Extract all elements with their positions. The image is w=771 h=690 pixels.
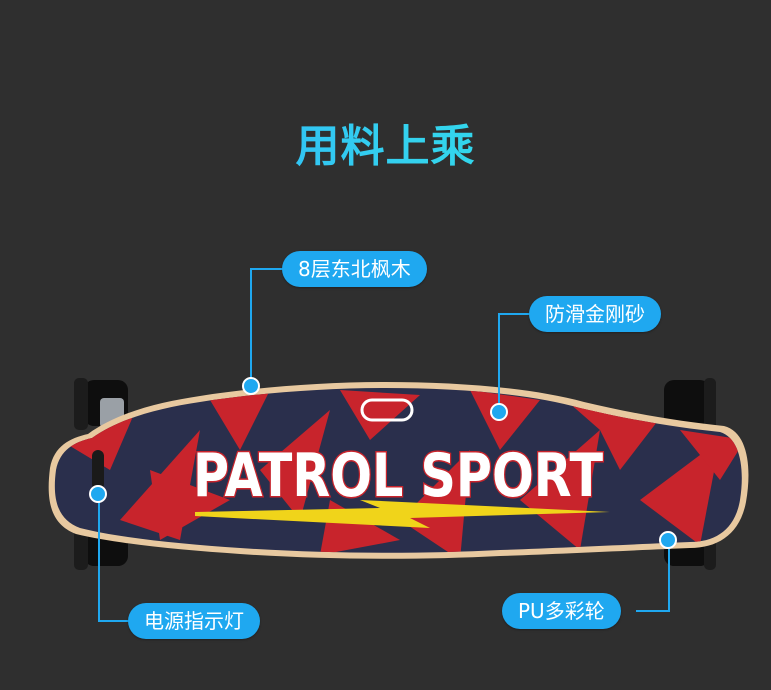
- callout-maple-wood: 8层东北枫木: [282, 251, 427, 287]
- indicator-slot: [92, 450, 104, 490]
- light-connector-vertical: [98, 494, 100, 622]
- light-marker-dot: [89, 485, 107, 503]
- wheel-connector-vertical: [668, 546, 670, 612]
- callout-pu-wheels: PU多彩轮: [502, 593, 621, 629]
- wheel-connector-horizontal: [636, 610, 670, 612]
- grip-marker-dot: [490, 403, 508, 421]
- maple-connector-vertical: [250, 268, 252, 386]
- brand-text: PATROL SPORT: [193, 441, 603, 511]
- maple-marker-dot: [242, 377, 260, 395]
- handle-slot: [360, 398, 414, 422]
- grip-connector-vertical: [498, 313, 500, 409]
- maple-connector-horizontal: [250, 268, 284, 270]
- wheel-marker-dot: [659, 531, 677, 549]
- callout-grip-tape: 防滑金刚砂: [529, 296, 661, 332]
- callout-power-indicator: 电源指示灯: [128, 603, 260, 639]
- light-connector-horizontal: [98, 620, 132, 622]
- grip-connector-horizontal: [498, 313, 532, 315]
- section-title: 用料上乘: [0, 110, 771, 174]
- lightning-bolt: [195, 500, 610, 528]
